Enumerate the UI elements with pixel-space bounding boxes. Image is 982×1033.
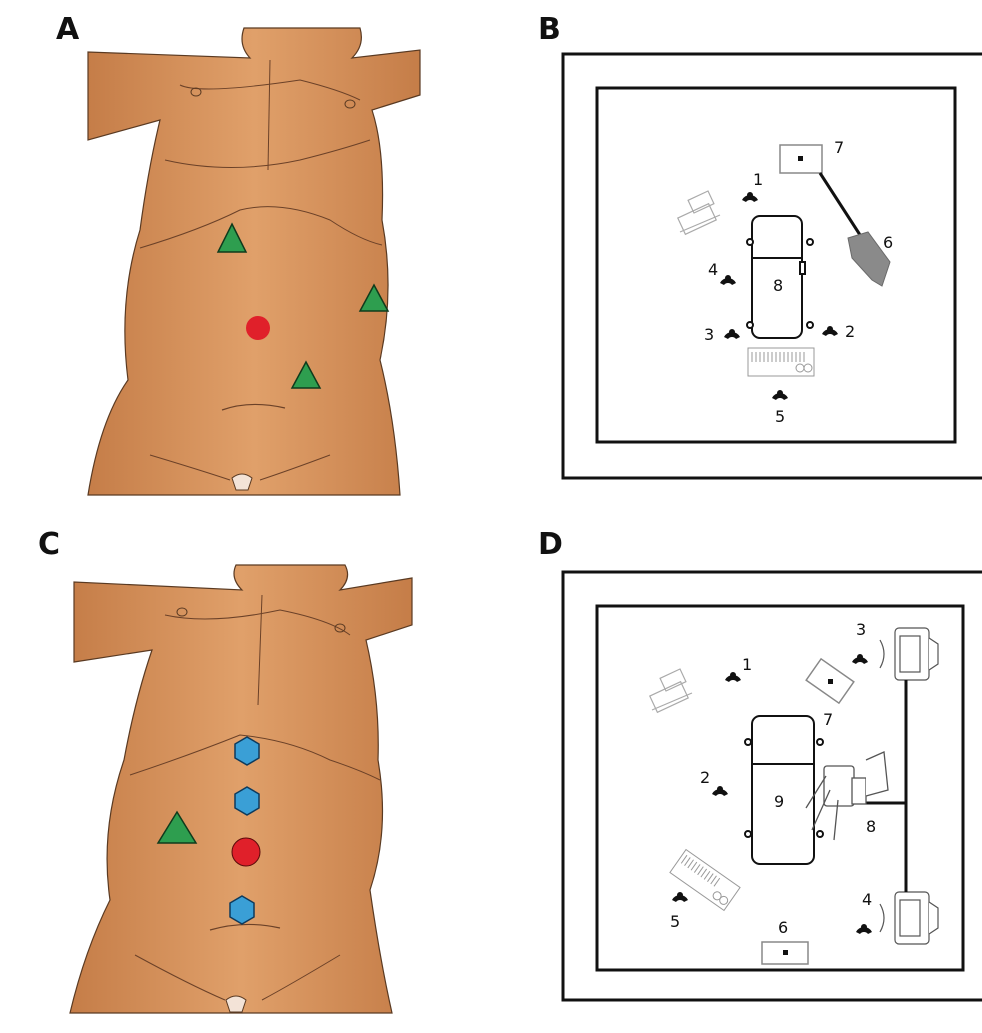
operating-room-b xyxy=(563,54,982,478)
torso-illustration-a xyxy=(88,28,420,495)
label-b-8: 8 xyxy=(773,276,783,295)
staff-1-icon xyxy=(742,192,758,202)
camera-circle-icon xyxy=(232,838,260,866)
surgeon-console-icon xyxy=(880,892,938,944)
operating-room-d xyxy=(563,572,982,1000)
staff-3-icon xyxy=(724,329,740,339)
staff-4-icon xyxy=(856,924,872,934)
surgeon-console-icon xyxy=(880,628,938,680)
port-hexagon-icon xyxy=(235,787,259,815)
label-b-4: 4 xyxy=(708,260,718,279)
label-d-9: 9 xyxy=(774,792,784,811)
label-d-7: 7 xyxy=(823,710,833,729)
staff-1-icon xyxy=(725,672,741,682)
torso-illustration-c xyxy=(70,565,412,1013)
staff-4-icon xyxy=(720,275,736,285)
instrument-table-icon xyxy=(670,850,740,911)
operating-table-icon xyxy=(745,716,823,864)
staff-3-icon xyxy=(852,654,868,664)
label-b-1: 1 xyxy=(753,170,763,189)
label-b-6: 6 xyxy=(883,233,893,252)
label-d-3: 3 xyxy=(856,620,866,639)
instrument-table-icon xyxy=(748,348,814,376)
label-d-8: 8 xyxy=(866,817,876,836)
staff-2-icon xyxy=(712,786,728,796)
label-d-5: 5 xyxy=(670,912,680,931)
label-d-4: 4 xyxy=(862,890,872,909)
label-d-6: 6 xyxy=(778,918,788,937)
label-b-5: 5 xyxy=(775,407,785,426)
port-hexagon-icon xyxy=(230,896,254,924)
staff-5-icon xyxy=(772,390,788,400)
label-b-7: 7 xyxy=(834,138,844,157)
label-b-3: 3 xyxy=(704,325,714,344)
staff-5-icon xyxy=(672,892,688,902)
anesthesia-machine-icon xyxy=(678,191,720,234)
label-b-2: 2 xyxy=(845,322,855,341)
label-d-2: 2 xyxy=(700,768,710,787)
staff-2-icon xyxy=(822,326,838,336)
port-hexagon-icon xyxy=(235,737,259,765)
camera-circle-icon xyxy=(246,316,270,340)
anesthesia-machine-icon xyxy=(650,669,692,712)
label-d-1: 1 xyxy=(742,655,752,674)
